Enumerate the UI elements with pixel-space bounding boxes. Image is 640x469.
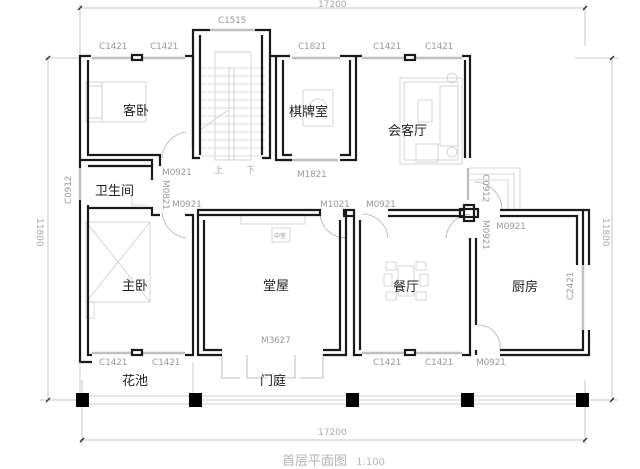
room-label-master-bedroom: 主卧 [122,279,149,294]
window-code: C1421 [425,358,454,368]
room-label-flower-bed: 花池 [122,374,149,389]
window-code: C0912 [64,175,74,204]
door-code: M1021 [320,200,350,210]
window-code: C1421 [373,358,402,368]
door-code: M0921 [162,168,192,178]
room-label-chess-room: 棋牌室 [289,105,329,120]
room-label-dining-room: 餐厅 [393,280,420,295]
stair-up-label: 上 [214,166,224,176]
windows [78,28,585,355]
window-code: C1421 [373,42,402,52]
dimension-lines [40,4,618,444]
window-code: C1421 [152,358,181,368]
shrine-label: 中堂 [274,233,287,240]
room-label-entrance-porch: 门庭 [260,374,287,389]
door-code: M0921 [476,358,506,368]
window-code: C0912 [480,174,490,203]
dimension-right: 11800 [600,218,610,247]
porch-columns [76,393,589,407]
drawing-scale: 1:100 [356,457,385,468]
door-code: M0921 [480,220,490,250]
window-code: C1421 [99,358,128,368]
porch-outline [79,362,585,405]
door-code: M1821 [297,170,327,180]
door-code: M3627 [261,336,291,346]
walls [78,28,591,364]
window-code: C2421 [566,271,576,300]
door-code: M0821 [160,180,170,210]
door-code: M0921 [366,200,396,210]
room-label-bathroom: 卫生间 [95,184,135,199]
door-code: M0921 [172,200,202,210]
door-swings [161,131,503,379]
dimension-bottom: 17200 [318,428,347,438]
drawing-title-text: 首层平面图 [282,454,348,469]
window-code: C1421 [150,42,179,52]
furniture [85,51,521,319]
dimension-ticks [45,5,615,443]
dimension-left: 11800 [34,218,44,247]
room-label-reception-hall: 会客厅 [388,124,428,139]
stair-down-label: 下 [246,166,256,176]
room-label-main-hall: 堂屋 [263,279,290,294]
room-label-guest-bedroom: 客卧 [123,104,150,119]
door-code: M0921 [496,222,526,232]
room-label-kitchen: 厨房 [512,280,539,295]
window-code: C1421 [99,42,128,52]
dimension-top: 17200 [318,0,347,10]
window-code: C1515 [218,16,247,26]
window-code: C1421 [425,42,454,52]
window-code: C1821 [298,42,327,52]
